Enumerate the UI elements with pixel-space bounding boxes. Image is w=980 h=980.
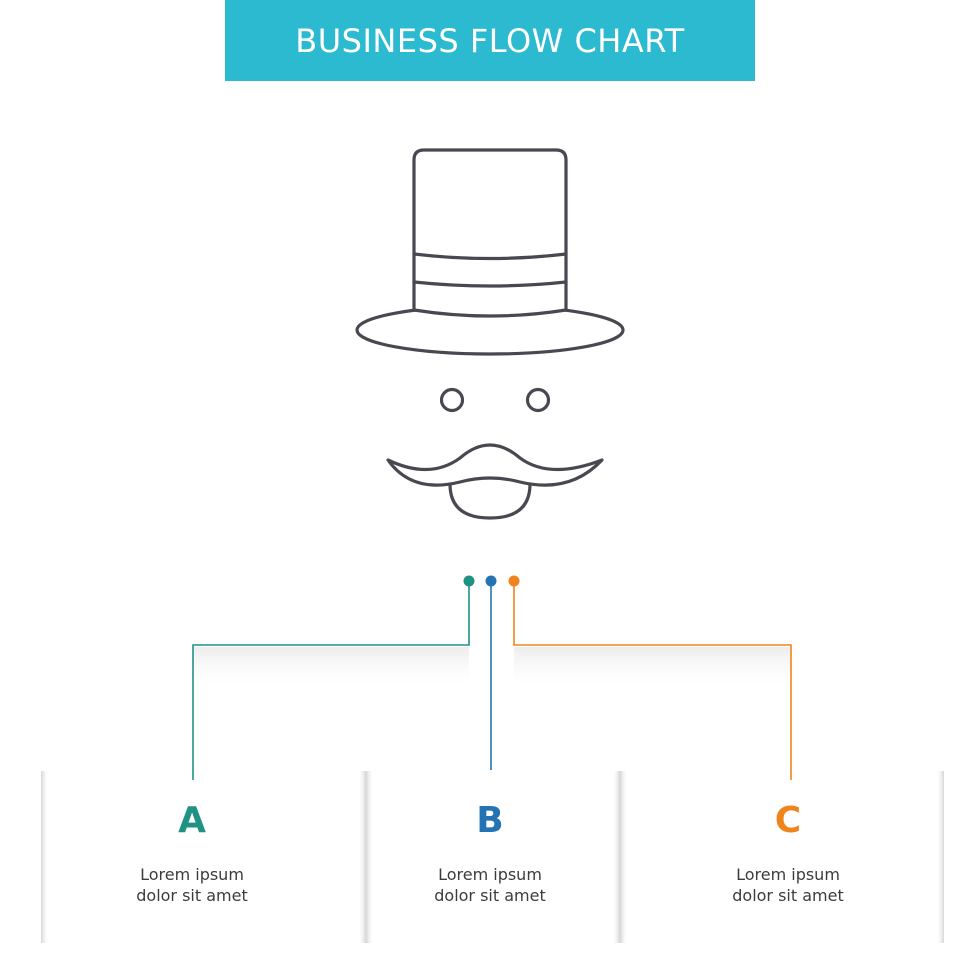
page-title: BUSINESS FLOW CHART (295, 21, 685, 60)
connector-c (508, 575, 792, 780)
title-banner: BUSINESS FLOW CHART (225, 0, 755, 81)
card-b-frame (366, 771, 620, 943)
option-b-letter: B (476, 800, 504, 841)
top-hat-icon (355, 148, 625, 356)
option-a-letter: A (178, 800, 206, 841)
mustache-icon (386, 443, 604, 520)
card-c-frame (620, 771, 944, 943)
option-b-line2: dolor sit amet (434, 886, 546, 905)
option-a-line2: dolor sit amet (136, 886, 248, 905)
connector-b (485, 575, 497, 770)
option-c-letter: C (774, 800, 802, 841)
option-b-line1: Lorem ipsum (438, 865, 542, 884)
option-b-text: Lorem ipsum dolor sit amet (390, 864, 590, 906)
eyes-icon (439, 387, 551, 413)
option-a-text: Lorem ipsum dolor sit amet (92, 864, 292, 906)
top-hat-mustache-icon (355, 148, 625, 520)
option-c-line2: dolor sit amet (732, 886, 844, 905)
option-c-text: Lorem ipsum dolor sit amet (688, 864, 888, 906)
card-a-frame (41, 771, 366, 943)
option-a-line1: Lorem ipsum (140, 865, 244, 884)
connector-a (192, 575, 475, 780)
option-c-line1: Lorem ipsum (736, 865, 840, 884)
